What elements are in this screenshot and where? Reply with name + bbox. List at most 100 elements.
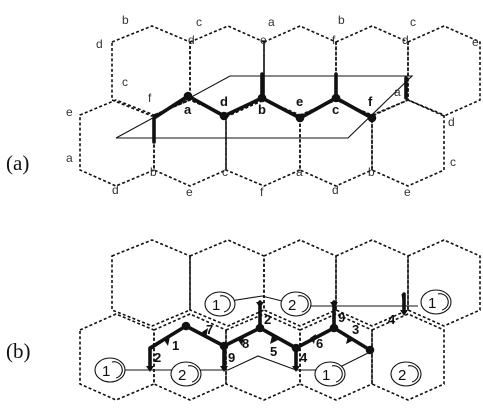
marker-number: 2 (398, 367, 406, 384)
site-label: e (296, 94, 303, 109)
step-number: 4 (388, 312, 396, 327)
step-number: 5 (270, 344, 277, 359)
site-label: c (450, 155, 456, 169)
marker-number: 2 (178, 367, 186, 384)
site-label: d (448, 115, 455, 129)
marker-number: 1 (102, 363, 110, 380)
marker-oval (280, 291, 312, 317)
arrow-head (310, 334, 316, 344)
site-label: f (148, 91, 152, 105)
hex-cell (335, 239, 409, 327)
chain-node (257, 93, 267, 103)
site-label: a (394, 85, 401, 99)
step-number: 3 (352, 322, 359, 337)
hex-cell (407, 25, 481, 117)
marker-number: 1 (428, 295, 436, 312)
markers-b: 1 2 2 1 1 (94, 289, 452, 387)
hex-cell (225, 99, 301, 187)
marker: 1 (94, 357, 126, 383)
chain-node (365, 345, 375, 355)
step-number: 7 (206, 322, 213, 337)
arrow-head (330, 302, 338, 308)
hex-cell (225, 313, 301, 401)
arrow-head (164, 336, 170, 346)
step-number: 4 (300, 350, 308, 365)
hex-cell (407, 239, 481, 327)
panel-a: (a) (6, 13, 481, 199)
chain-node (367, 113, 377, 123)
marker: 1 (314, 361, 346, 387)
site-label: c (222, 165, 228, 179)
chain-path (152, 94, 374, 144)
marker-arrow (219, 295, 231, 313)
site-label: d (220, 94, 228, 109)
marker-oval (170, 361, 202, 387)
arrow-head (256, 302, 264, 308)
arrow-head (220, 366, 228, 372)
step-number: 2 (264, 312, 271, 327)
step-number: 6 (316, 336, 323, 351)
chain-node (331, 93, 341, 103)
marker-arrow (297, 295, 309, 313)
panel-b: (b) (6, 239, 481, 401)
chain-node (295, 113, 305, 123)
site-label: b (338, 13, 345, 27)
arrow-head (146, 366, 154, 372)
site-label: d (96, 37, 103, 51)
panel-label-b: (b) (6, 339, 31, 363)
site-label: a (268, 15, 275, 29)
path-numbers-b: 1 2 7 8 9 2 5 4 6 9 3 4 (154, 310, 396, 365)
arrow-head (202, 328, 208, 338)
site-label: f (332, 33, 336, 47)
marker-oval (420, 289, 452, 315)
site-label: e (66, 105, 73, 119)
hex-cell (79, 313, 155, 401)
chain-node (291, 343, 301, 353)
labels-a: b c a b c d e f d e d c e a f a d b e c … (66, 13, 479, 199)
marker-arrow (437, 293, 449, 311)
marker-arrow (187, 365, 199, 383)
marker: 2 (170, 361, 202, 387)
site-label: b (258, 102, 266, 117)
arrow-head (400, 310, 408, 316)
site-label: d (332, 183, 339, 197)
arrow-head (346, 336, 354, 344)
arrow-head (238, 336, 244, 346)
marker-number: 2 (288, 297, 296, 314)
arrow-head (270, 336, 278, 344)
chain-node (255, 323, 265, 333)
marker: 1 (204, 291, 236, 317)
marker-number: 1 (322, 367, 330, 384)
marker-arrow (331, 365, 343, 383)
marker-oval (314, 361, 346, 387)
marker: 2 (390, 361, 422, 387)
chain-node (219, 341, 229, 351)
marker-oval (94, 357, 126, 383)
arrow-head (292, 366, 300, 372)
site-label: c (410, 15, 416, 29)
step-number: 1 (172, 338, 179, 353)
hex-lattice-a (79, 25, 481, 187)
site-label: e (404, 185, 411, 199)
chain-node (181, 321, 191, 331)
site-label: c (332, 102, 339, 117)
step-number: 9 (228, 350, 235, 365)
step-number: 2 (154, 350, 161, 365)
connector-line (223, 295, 418, 307)
hex-cell (299, 313, 373, 401)
site-label: d (188, 33, 195, 47)
site-label: d (112, 183, 119, 197)
hex-cell (371, 99, 445, 187)
hex-cell (263, 239, 337, 327)
marker: 2 (280, 291, 312, 317)
chain-path (148, 324, 372, 368)
chain-b (146, 292, 408, 372)
hex-cell (189, 239, 265, 327)
marker-number: 1 (212, 297, 220, 314)
site-label: b (122, 13, 129, 27)
site-label: b (368, 165, 375, 179)
site-label: a (184, 102, 192, 117)
site-label: f (368, 94, 373, 109)
chain-node (219, 111, 229, 121)
marker-arrow (111, 361, 123, 379)
